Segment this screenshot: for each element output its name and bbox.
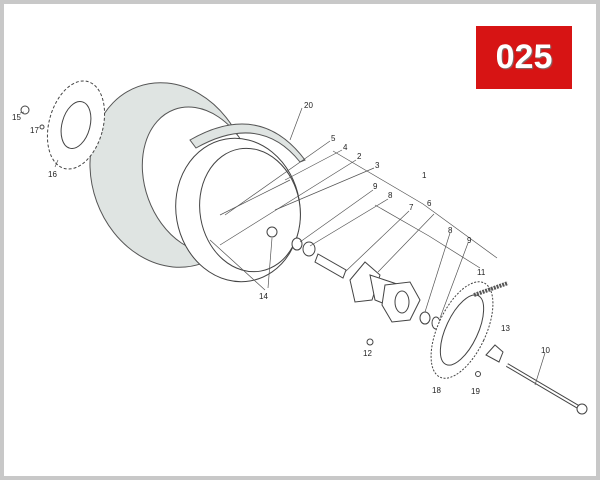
bearing <box>302 241 316 257</box>
leader-lines <box>19 107 546 386</box>
wheel-hub <box>349 261 421 323</box>
screw <box>475 371 481 377</box>
callout-13: 13 <box>501 324 510 333</box>
spacer-tube <box>314 253 347 279</box>
chain-link <box>473 281 509 297</box>
callout-19: 19 <box>471 387 480 396</box>
bearing <box>419 311 431 325</box>
nut <box>366 338 374 346</box>
callout-10: 10 <box>541 346 550 355</box>
screw <box>39 124 45 130</box>
callout-2: 2 <box>357 152 362 161</box>
callout-18: 18 <box>432 386 441 395</box>
callout-9: 9 <box>373 182 378 191</box>
callout-15: 15 <box>12 113 21 122</box>
callout-17: 17 <box>30 126 39 135</box>
callout-16: 16 <box>48 170 57 179</box>
callout-9b: 9 <box>467 236 472 245</box>
callout-6: 6 <box>427 199 432 208</box>
brake-disc <box>46 80 106 170</box>
axle-spacer <box>485 344 504 363</box>
callout-20: 20 <box>304 101 313 110</box>
callout-3: 3 <box>375 161 380 170</box>
callout-4: 4 <box>343 143 348 152</box>
callout-7: 7 <box>409 203 414 212</box>
seal <box>291 237 303 251</box>
valve <box>266 226 278 238</box>
callout-12: 12 <box>363 349 372 358</box>
callout-labels: 15 17 16 20 5 4 2 3 1 9 8 7 6 8 9 11 13 … <box>12 101 550 396</box>
wheel-axle <box>505 363 588 415</box>
callout-8b: 8 <box>448 226 453 235</box>
wheel-rim <box>175 137 301 291</box>
callout-5: 5 <box>331 134 336 143</box>
callout-11: 11 <box>477 268 486 277</box>
callout-14: 14 <box>259 292 268 301</box>
callout-1: 1 <box>422 171 427 180</box>
section-number-badge: 025 <box>476 26 572 89</box>
callout-8: 8 <box>388 191 393 200</box>
